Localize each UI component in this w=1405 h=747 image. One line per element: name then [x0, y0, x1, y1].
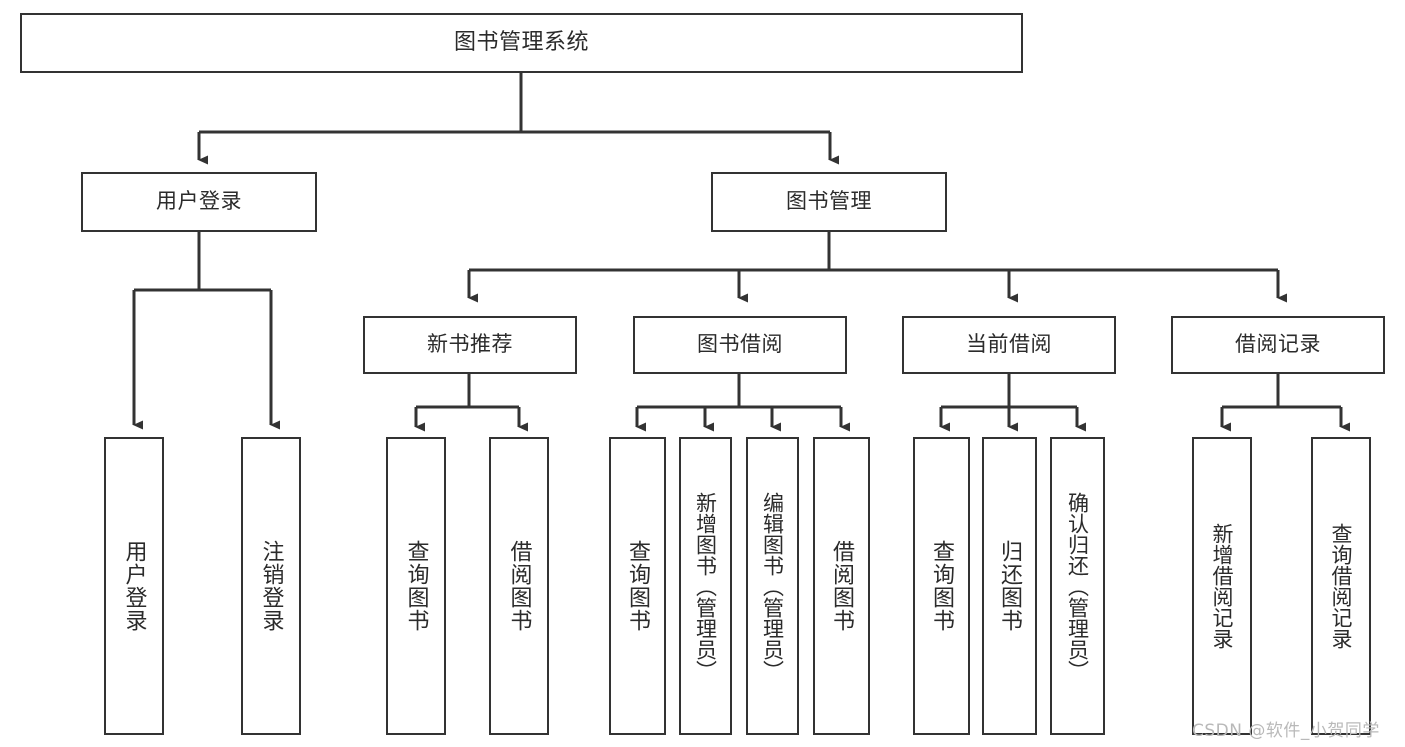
- node-root-label: 图书管理系统: [453, 29, 589, 55]
- leaf-borrow-book-new-rec[interactable]: 借阅图书: [489, 437, 549, 735]
- leaf-return-book[interactable]: 归还图书: [982, 437, 1037, 735]
- leaf-user-login[interactable]: 用户登录: [104, 437, 164, 735]
- node-book-manage[interactable]: 图书管理: [711, 172, 947, 232]
- leaf-add-borrow-record-label: 新增借阅记录: [1210, 523, 1235, 649]
- node-current-borrow[interactable]: 当前借阅: [902, 316, 1116, 374]
- leaf-add-book-admin[interactable]: 新增图书（管理员）: [679, 437, 732, 735]
- node-book-borrow[interactable]: 图书借阅: [633, 316, 847, 374]
- leaf-confirm-return-admin[interactable]: 确认归还（管理员）: [1050, 437, 1105, 735]
- leaf-query-book-new-rec-label: 查询图书: [403, 540, 429, 632]
- leaf-borrow-book-new-rec-label: 借阅图书: [506, 540, 532, 632]
- node-root-book-management-system[interactable]: 图书管理系统: [20, 13, 1023, 73]
- leaf-return-book-label: 归还图书: [997, 540, 1023, 632]
- csdn-watermark: CSDN @软件_小贺同学: [1192, 721, 1380, 741]
- node-borrow-record-label: 借阅记录: [1235, 332, 1321, 357]
- node-current-borrow-label: 当前借阅: [966, 332, 1052, 357]
- leaf-user-login-label: 用户登录: [121, 540, 147, 632]
- node-borrow-record[interactable]: 借阅记录: [1171, 316, 1385, 374]
- leaf-add-book-admin-label: 新增图书（管理员）: [693, 491, 718, 681]
- leaf-query-book-borrow-label: 查询图书: [625, 540, 651, 632]
- node-user-login[interactable]: 用户登录: [81, 172, 317, 232]
- leaf-user-logout-label: 注销登录: [258, 540, 284, 632]
- leaf-borrow-book-borrow-label: 借阅图书: [829, 540, 855, 632]
- leaf-edit-book-admin[interactable]: 编辑图书（管理员）: [746, 437, 799, 735]
- leaf-add-borrow-record[interactable]: 新增借阅记录: [1192, 437, 1252, 735]
- leaf-query-book-borrow[interactable]: 查询图书: [609, 437, 666, 735]
- leaf-query-book-current[interactable]: 查询图书: [913, 437, 970, 735]
- node-new-book-recommend-label: 新书推荐: [427, 332, 513, 357]
- leaf-query-book-new-rec[interactable]: 查询图书: [386, 437, 446, 735]
- leaf-query-borrow-record-label: 查询借阅记录: [1329, 523, 1354, 649]
- node-book-manage-label: 图书管理: [786, 189, 872, 214]
- leaf-borrow-book-borrow[interactable]: 借阅图书: [813, 437, 870, 735]
- node-user-login-label: 用户登录: [156, 189, 242, 214]
- node-book-borrow-label: 图书借阅: [697, 332, 783, 357]
- node-new-book-recommend[interactable]: 新书推荐: [363, 316, 577, 374]
- leaf-user-logout[interactable]: 注销登录: [241, 437, 301, 735]
- leaf-query-borrow-record[interactable]: 查询借阅记录: [1311, 437, 1371, 735]
- leaf-query-book-current-label: 查询图书: [929, 540, 955, 632]
- leaf-edit-book-admin-label: 编辑图书（管理员）: [760, 491, 785, 681]
- leaf-confirm-return-admin-label: 确认归还（管理员）: [1065, 491, 1090, 681]
